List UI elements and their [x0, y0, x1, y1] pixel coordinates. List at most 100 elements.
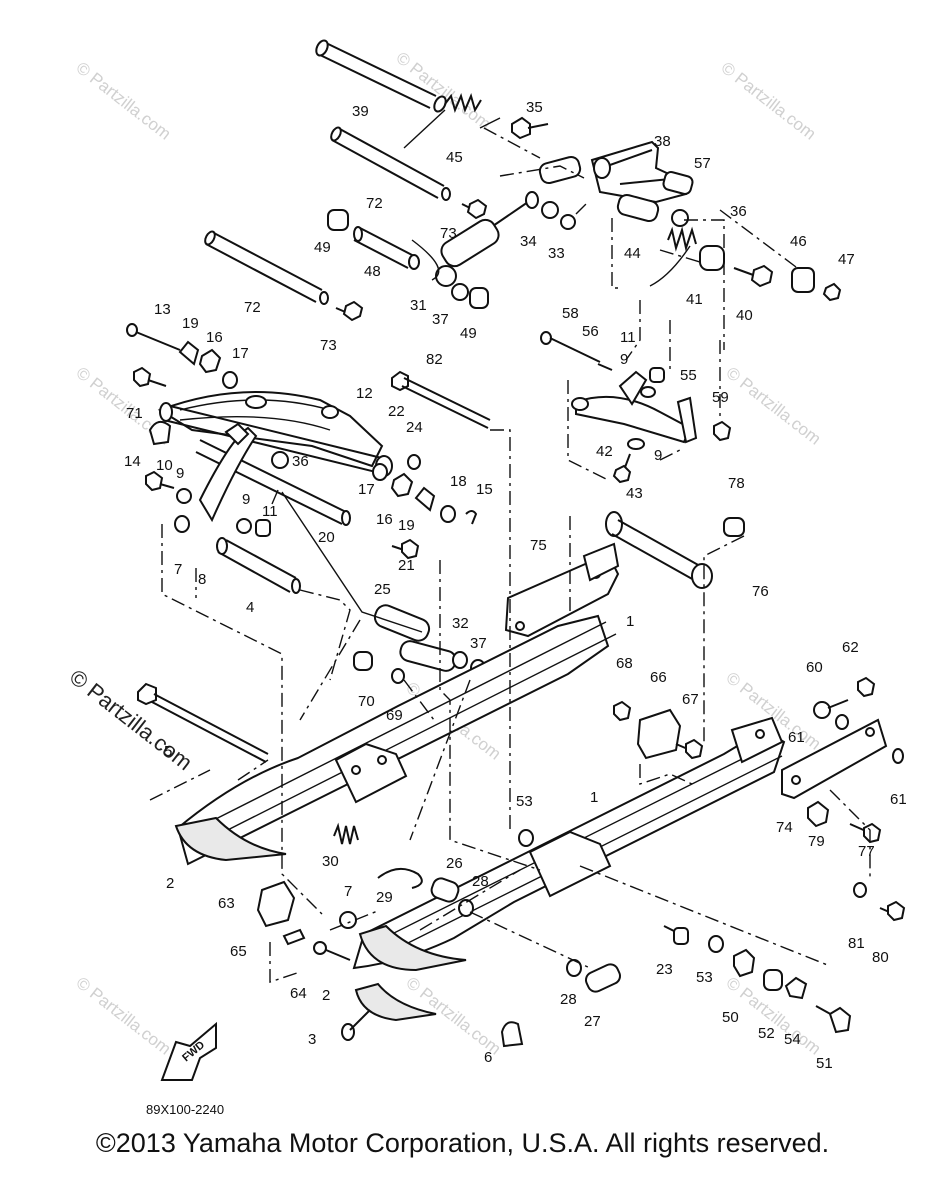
- callout-34: 34: [520, 233, 537, 250]
- pipe-4: [216, 537, 301, 594]
- callout-67: 67: [682, 691, 699, 708]
- collar-70: [353, 651, 373, 671]
- plate-75: [504, 542, 620, 638]
- clip-65: [282, 928, 306, 946]
- callout-9: 9: [654, 447, 662, 464]
- shaft-72-lower: [204, 230, 329, 305]
- callout-9: 9: [242, 491, 250, 508]
- callout-42: 42: [596, 443, 613, 460]
- nut-16-upper: [198, 348, 222, 374]
- callout-60: 60: [806, 659, 823, 676]
- callout-49: 49: [314, 239, 331, 256]
- callout-19: 19: [398, 517, 415, 534]
- callout-36: 36: [292, 453, 309, 470]
- collar-33: [560, 214, 576, 230]
- callout-12: 12: [356, 385, 373, 402]
- callouts: 39 45 35 38 57 72 73 34 33 36 49 48 44 4…: [124, 99, 907, 1072]
- callout-81: 81: [848, 935, 865, 952]
- callout-27: 27: [584, 1013, 601, 1030]
- rear-arm-38: [538, 140, 694, 223]
- callout-40: 40: [736, 307, 753, 324]
- callout-62: 62: [842, 639, 859, 656]
- spring-44: [649, 226, 697, 287]
- callout-52: 52: [758, 1025, 775, 1042]
- callout-10: 10: [156, 457, 173, 474]
- shaft-72-upper: [330, 126, 451, 201]
- pin-15: [465, 510, 478, 525]
- slider-63: [256, 880, 296, 928]
- pin-56: [597, 363, 613, 371]
- washer-9-right-lower: [627, 438, 645, 450]
- watermark: © Partzilla.com: [73, 58, 175, 144]
- watermark: © Partzilla.com: [393, 48, 495, 134]
- callout-25: 25: [374, 581, 391, 598]
- washer-9-mid: [236, 518, 252, 534]
- callout-33: 33: [548, 245, 565, 262]
- callout-72: 72: [244, 299, 261, 316]
- bolt-21: [391, 538, 420, 560]
- callout-78: 78: [728, 475, 745, 492]
- callout-57: 57: [694, 155, 711, 172]
- bolt-40: [733, 264, 774, 288]
- callout-66: 66: [650, 669, 667, 686]
- plate-74: [781, 718, 888, 800]
- washer-61-right: [892, 748, 904, 764]
- callout-54: 54: [784, 1031, 801, 1048]
- watermark-large: © Partzilla.com: [65, 664, 197, 775]
- callout-17: 17: [358, 481, 375, 498]
- washer-28-upper: [458, 899, 474, 917]
- callout-58: 58: [562, 305, 579, 322]
- bolt-77: [849, 822, 882, 844]
- bracket-14: [148, 420, 172, 446]
- callout-71: 71: [126, 405, 143, 422]
- callout-11: 11: [620, 329, 636, 346]
- collar-41: [699, 245, 725, 271]
- bracket-19-lower: [414, 486, 436, 512]
- shock-31: [435, 191, 539, 287]
- washer-7-upper: [174, 515, 190, 533]
- bolt-10: [145, 470, 175, 492]
- callout-41: 41: [686, 291, 703, 308]
- callout-31: 31: [410, 297, 427, 314]
- leader-lines: [149, 127, 871, 983]
- pipe-48: [353, 226, 420, 270]
- spring-45: [403, 93, 501, 149]
- callout-46: 46: [790, 233, 807, 250]
- callout-32: 32: [452, 615, 469, 632]
- axle-76: [605, 511, 713, 589]
- screw-3: [341, 1009, 371, 1041]
- slider-66: [636, 708, 682, 760]
- callout-77: 77: [858, 843, 875, 860]
- bolt-51: [815, 1005, 852, 1034]
- fwd-arrow: FWD: [160, 1021, 217, 1081]
- callout-30: 30: [322, 853, 339, 870]
- callout-63: 63: [218, 895, 235, 912]
- callout-45: 45: [446, 149, 463, 166]
- callout-59: 59: [712, 389, 729, 406]
- callout-65: 65: [230, 943, 247, 960]
- bolt-80: [879, 900, 906, 922]
- callout-2: 2: [322, 987, 330, 1004]
- nut-11-right: [649, 367, 665, 383]
- pipe-25: [373, 604, 431, 642]
- callout-69: 69: [386, 707, 403, 724]
- callout-22: 22: [388, 403, 405, 420]
- callout-80: 80: [872, 949, 889, 966]
- bolt-5: [137, 682, 269, 763]
- callout-55: 55: [680, 367, 697, 384]
- block-46: [791, 267, 815, 293]
- callout-3: 3: [308, 1031, 316, 1048]
- cap-6: [500, 1021, 524, 1048]
- callout-23: 23: [656, 961, 673, 978]
- callout-48: 48: [364, 263, 381, 280]
- bush-36: [671, 209, 689, 227]
- callout-13: 13: [154, 301, 171, 318]
- shaft-39: [315, 39, 447, 113]
- bolt-13: [126, 323, 181, 351]
- nut-47: [822, 282, 842, 302]
- callout-79: 79: [808, 833, 825, 850]
- callout-20: 20: [318, 529, 335, 546]
- front-arm-assembly: [157, 391, 393, 526]
- collar-49-upper: [327, 209, 349, 231]
